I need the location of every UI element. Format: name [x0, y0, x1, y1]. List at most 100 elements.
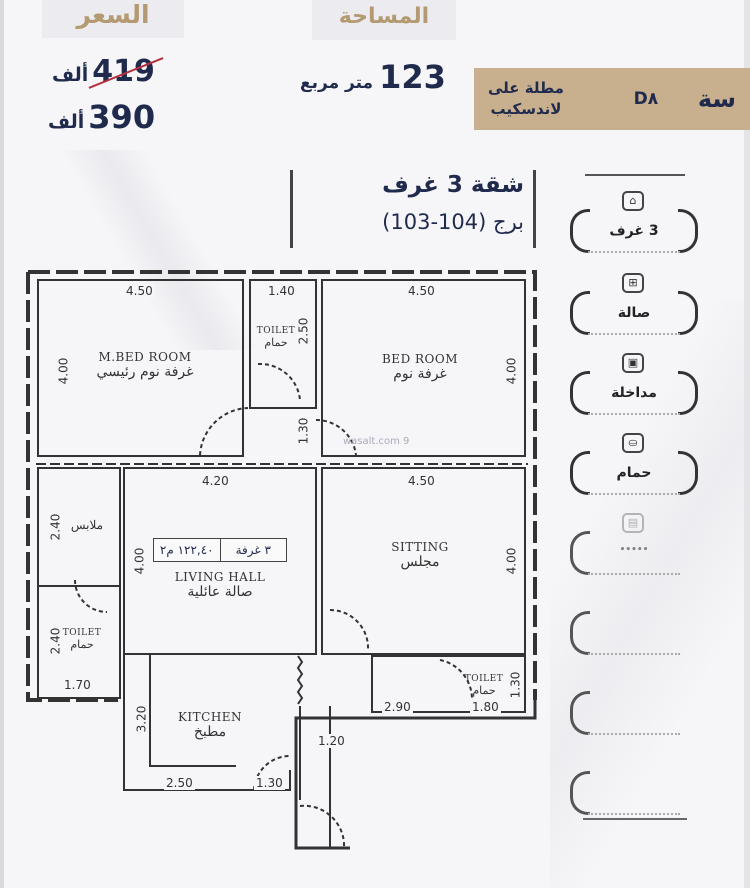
- bath-icon: ⛀: [622, 433, 644, 453]
- room-name-en: KITCHEN: [177, 710, 243, 724]
- area-value: متر مربع 123: [300, 58, 460, 102]
- dimension: 4.50: [406, 284, 437, 298]
- room-name-en: BED ROOM: [381, 352, 458, 366]
- hall-icon: ⊞: [622, 273, 644, 293]
- area-tag-rooms: ٣ غرفة: [235, 543, 271, 557]
- feature-label: 3 غرف: [609, 223, 659, 239]
- bracket-left: [570, 531, 590, 575]
- facing-text: مطلة على لاندسكيب: [488, 78, 564, 120]
- dotted-line: [588, 813, 680, 815]
- old-price-value: 419: [88, 54, 164, 89]
- bracket-left: [570, 291, 590, 335]
- divider: [533, 170, 536, 248]
- wall: [123, 467, 317, 655]
- wall: [37, 279, 244, 457]
- dimension: 2.40: [48, 625, 63, 657]
- feature-label: حمام: [616, 465, 652, 481]
- dimension: 1.40: [266, 284, 297, 298]
- door-swing: [74, 579, 108, 613]
- bracket-left: [570, 209, 590, 253]
- room-bedroom: BED ROOM غرفة نوم: [350, 352, 490, 382]
- new-price: ألف 390: [48, 98, 188, 142]
- feature-item: ⌂ 3 غرف: [570, 191, 698, 253]
- feature-label: •••••: [619, 545, 649, 555]
- room-name-en: SITTING: [391, 540, 449, 554]
- bracket-right: [678, 291, 698, 335]
- background-shape: [0, 150, 320, 350]
- area-label: المساحة: [312, 0, 456, 40]
- dimension: 4.20: [200, 474, 231, 488]
- facing-line2: لاندسكيب: [490, 100, 562, 118]
- room-name-ar: حمام: [264, 336, 288, 349]
- feature-label: مداخلة: [611, 385, 657, 401]
- dimension: 2.40: [48, 511, 63, 543]
- room-name-ar: حمام: [472, 684, 496, 697]
- room-name-ar: حمام: [70, 638, 94, 651]
- wall: [123, 654, 291, 791]
- feature-item: ▣ مداخلة: [570, 353, 698, 415]
- room-master-bedroom: M.BED ROOM غرفة نوم رئيسي: [65, 350, 225, 380]
- dimension: 4.00: [56, 355, 71, 387]
- apartment-title: شقة 3 غرف برج (104-103): [286, 170, 536, 250]
- room-name-en: TOILET: [62, 628, 102, 638]
- door-swing: [299, 804, 346, 849]
- title-line2: برج (104-103): [382, 210, 524, 234]
- dotted-line: [588, 493, 680, 495]
- floor-plan: M.BED ROOM غرفة نوم رئيسي TOILET حمام BE…: [26, 270, 537, 850]
- area-unit: متر مربع: [300, 73, 374, 93]
- bracket-left: [570, 371, 590, 415]
- floor-plan-drawing: [26, 270, 537, 850]
- room-closet: ملابس: [62, 518, 112, 532]
- entrance-icon: ▣: [622, 353, 644, 373]
- price-unit: ألف: [52, 64, 89, 86]
- bracket-right: [678, 451, 698, 495]
- wall: [37, 585, 121, 699]
- room-name-ar: مجلس: [400, 554, 440, 570]
- dimension: 2.50: [296, 315, 311, 347]
- room-name-ar: غرفة نوم رئيسي: [96, 364, 194, 380]
- outer-wall: [28, 270, 537, 700]
- room-name-en: TOILET: [464, 674, 504, 684]
- wall: [371, 655, 526, 713]
- feature-item: ⛀ حمام: [570, 433, 698, 495]
- dimension: 3.20: [134, 703, 149, 735]
- door-swing: [329, 608, 370, 651]
- dimension: 2.50: [164, 776, 195, 790]
- door-swing: [199, 407, 249, 456]
- outer-wall: [26, 272, 118, 702]
- feature-label: صالة: [617, 305, 651, 321]
- divider: [290, 170, 293, 248]
- dimension: 4.00: [504, 545, 519, 577]
- wall: [321, 279, 526, 457]
- door-swing: [439, 659, 474, 701]
- room-name-en: M.BED ROOM: [98, 350, 192, 364]
- right-edge: [744, 0, 750, 888]
- zigzag: [296, 655, 304, 705]
- room-toilet: TOILET حمام: [56, 628, 108, 651]
- facing-box: مطلة على لاندسكيب D٨ سة: [474, 68, 750, 130]
- bracket-left: [570, 451, 590, 495]
- room-toilet: TOILET حمام: [456, 674, 512, 697]
- bracket-left: [570, 771, 590, 815]
- facing-main: سة: [697, 85, 736, 113]
- bracket-right: [678, 209, 698, 253]
- wall: [321, 467, 526, 655]
- bedroom-icon: ⌂: [622, 191, 644, 211]
- divider: [583, 818, 687, 820]
- watermark: wasalt.com 9: [343, 436, 410, 447]
- dimension: 4.00: [132, 545, 147, 577]
- wall: [249, 279, 317, 409]
- dimension: 4.00: [504, 355, 519, 387]
- facing-line1: مطلة على: [488, 79, 564, 97]
- title-line1: شقة 3 غرف: [382, 172, 524, 198]
- feature-item: ⊞ صالة: [570, 273, 698, 335]
- room-living-hall: LIVING HALL صالة عائلية: [150, 570, 290, 600]
- room-name-ar: صالة عائلية: [187, 584, 253, 600]
- room-kitchen: KITCHEN مطبخ: [160, 710, 260, 740]
- dimension: 1.80: [470, 700, 501, 714]
- dimension: 1.30: [296, 415, 311, 447]
- feature-item: [570, 767, 698, 815]
- bracket-left: [570, 691, 590, 735]
- dimension: 1.20: [316, 734, 347, 748]
- room-name-ar: مطبخ: [193, 724, 227, 740]
